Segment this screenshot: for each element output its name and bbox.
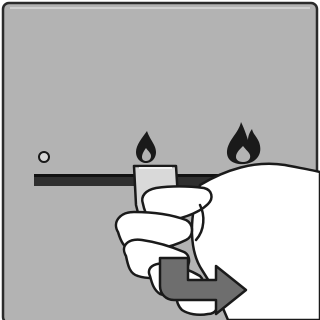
dot-icon [39, 152, 49, 162]
